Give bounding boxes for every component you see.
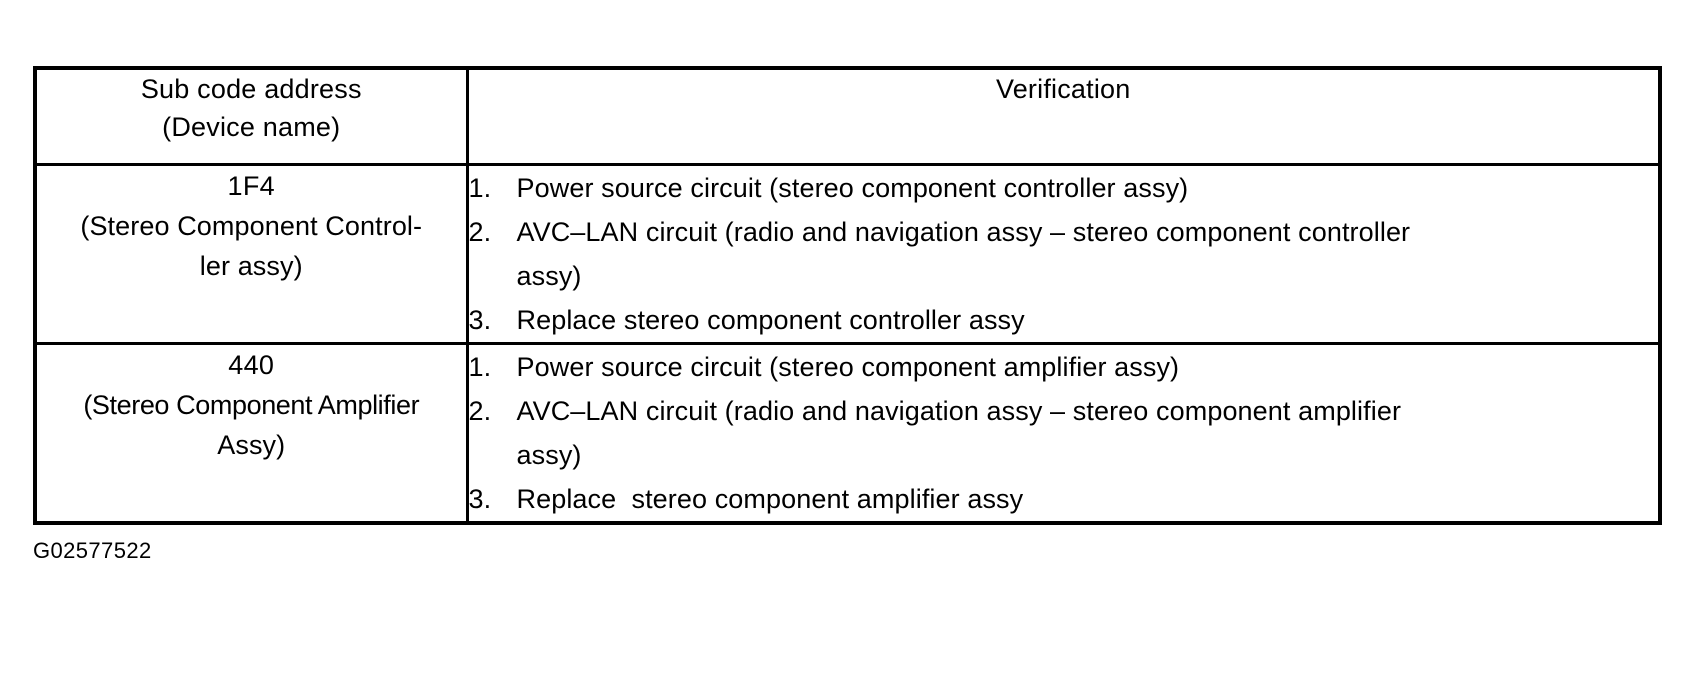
list-item-text: AVC–LAN circuit (radio and navigation as…: [516, 396, 1402, 470]
verification-list: 1. Power source circuit (stereo componen…: [469, 166, 1659, 342]
header-cell-verification: Verification: [465, 66, 1662, 166]
cell-address-440: 440 (Stereo Component Amplifier Assy): [33, 342, 469, 525]
list-item-number: 2.: [468, 396, 492, 426]
list-item-text: Replace stereo component amplifier assy: [516, 484, 1024, 514]
device-name-line2: ler assy): [199, 251, 303, 281]
header-sub-code-address-line2: (Device name): [162, 112, 341, 142]
header-sub-code-address-line1: Sub code address: [140, 74, 362, 104]
list-item: 1. Power source circuit (stereo componen…: [469, 166, 1659, 210]
list-item-number: 3.: [468, 305, 492, 335]
list-item: 1. Power source circuit (stereo componen…: [469, 345, 1659, 389]
verification-list: 1. Power source circuit (stereo componen…: [469, 345, 1659, 521]
list-item-text: AVC–LAN circuit (radio and navigation as…: [516, 217, 1411, 291]
list-item-text: Power source circuit (stereo component c…: [516, 173, 1189, 203]
device-name-line1: (Stereo Component Amplifier: [83, 390, 420, 420]
device-name-line2: Assy): [217, 430, 286, 460]
table-row: 440 (Stereo Component Amplifier Assy) 1.…: [33, 342, 1662, 525]
address-code-value: 1F4: [227, 171, 275, 201]
list-item-number: 3.: [468, 484, 492, 514]
list-item-number: 1.: [468, 173, 492, 203]
list-item: 3. Replace stereo component controller a…: [469, 298, 1659, 342]
cell-address-1f4: 1F4 (Stereo Component Control- ler assy): [33, 163, 469, 345]
header-verification-label: Verification: [996, 74, 1131, 104]
cell-verification-1f4: 1. Power source circuit (stereo componen…: [465, 163, 1662, 345]
device-name-line1: (Stereo Component Control-: [80, 211, 423, 241]
address-code-value: 440: [228, 350, 275, 380]
table-header-row: Sub code address (Device name) Verificat…: [33, 66, 1662, 166]
list-item-text: Power source circuit (stereo component a…: [516, 352, 1180, 382]
list-item: 3. Replace stereo component amplifier as…: [469, 477, 1659, 521]
header-cell-sub-code-address: Sub code address (Device name): [33, 66, 469, 166]
list-item: 2. AVC–LAN circuit (radio and navigation…: [469, 389, 1659, 477]
cell-verification-440: 1. Power source circuit (stereo componen…: [465, 342, 1662, 525]
table-row: 1F4 (Stereo Component Control- ler assy)…: [33, 163, 1662, 345]
list-item-text: Replace stereo component controller assy: [516, 305, 1025, 335]
dtc-table-container: Sub code address (Device name) Verificat…: [33, 66, 1662, 525]
list-item-number: 1.: [468, 352, 492, 382]
figure-caption: G02577522: [33, 538, 152, 563]
list-item-number: 2.: [468, 217, 492, 247]
dtc-verification-table: Sub code address (Device name) Verificat…: [33, 66, 1662, 525]
list-item: 2. AVC–LAN circuit (radio and navigation…: [469, 210, 1659, 298]
